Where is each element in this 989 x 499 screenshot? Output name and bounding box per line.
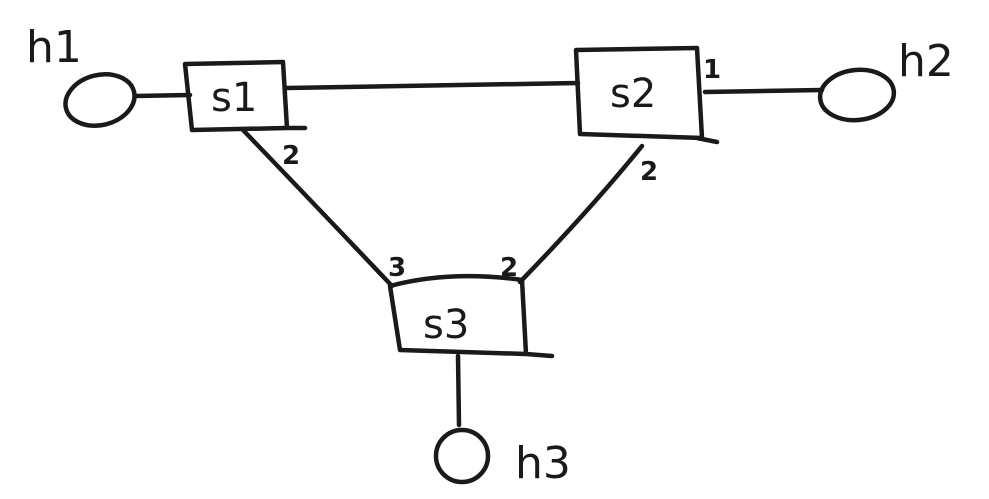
switch-s3: s3 [387,273,555,359]
port-label-s3-s2: 2 [500,253,518,283]
link-s2-h2 [702,87,825,95]
switch-s3-box [387,273,555,359]
link-s1-s2 [284,80,581,91]
port-label-s3-s1: 3 [388,253,406,283]
switch-s2-box [573,45,720,145]
host-h2-label: h2 [898,36,954,87]
link-s1-s3 [240,127,395,289]
switch-s1-box [182,59,308,133]
host-h3-node [433,427,491,485]
port-label-s2-h2: 1 [703,55,721,85]
link-s3-h3 [455,353,462,428]
host-h2-node [817,67,897,123]
switch-s1: s1 [182,59,308,133]
switch-s3-label: s3 [423,302,469,348]
switch-s2-label: s2 [610,71,656,117]
host-h1: h1 [26,22,137,128]
link-s2-s3 [517,143,645,285]
host-h1-node [63,72,137,128]
host-h1-label: h1 [26,22,82,73]
host-h3-label: h3 [515,438,571,489]
link-h1-s1 [132,92,193,99]
switch-s2: s2 [573,45,720,145]
switch-s1-label: s1 [211,75,257,121]
port-label-s2-s3: 2 [640,157,658,187]
host-h2: h2 [817,36,954,123]
port-label-s1-s3: 2 [282,141,300,171]
host-h3: h3 [433,427,571,489]
